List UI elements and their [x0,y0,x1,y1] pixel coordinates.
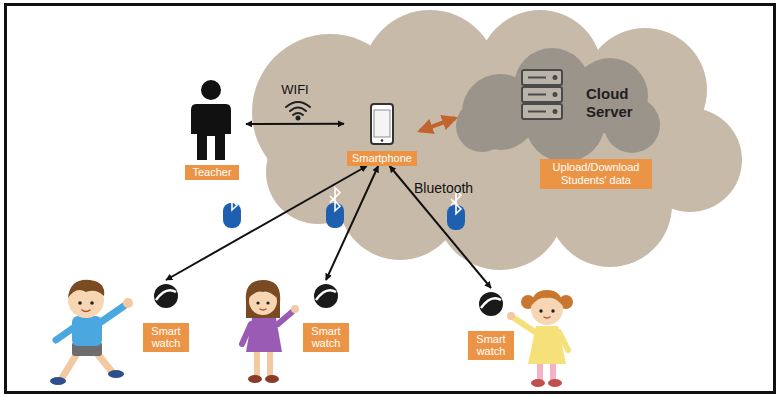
node-label: Upload/Download Students' data [540,159,652,188]
wifi-icon [297,117,300,120]
boy-figure [108,370,124,378]
connector-arrow [246,123,344,125]
server-icon [528,77,546,79]
server-icon [554,110,557,113]
smartwatch-icon [314,284,338,308]
smartwatch-icon [314,284,338,308]
girl-figure [254,350,260,376]
teacher-figure [191,80,231,160]
girl-figure [537,362,543,380]
girl-figure [278,312,292,324]
girl-figure [242,324,251,344]
server-icon [522,87,562,102]
girl-figure [531,290,563,306]
girl-figure [260,309,266,310]
bluetooth-icon [326,188,344,228]
girl-figure [291,305,299,313]
girl-figure [265,375,279,383]
node-label: Teacher [185,165,238,180]
teacher-node: Teacher [178,78,246,180]
girl-figure [548,379,562,387]
smartwatch-icon [316,290,336,300]
connector-arrow [390,166,491,288]
node-label: Smart watch [468,331,514,360]
boy-figure [123,298,133,308]
smartwatch-icon [156,290,176,300]
smartwatch-icon [154,284,178,308]
wifi-icon [286,102,310,107]
boy-figure [82,310,90,312]
girl-figure [249,285,277,298]
girl-figure [242,280,299,383]
server-icon [554,93,557,96]
smartwatch-node: Smart watch [465,288,517,360]
boy-figure [50,377,66,385]
smartwatch-icon [479,292,503,316]
server-icon [528,94,546,96]
server-icon [522,104,562,119]
server-icon [528,111,546,113]
link-label: Bluetooth [414,180,473,196]
smartwatch-icon [481,298,501,308]
connector-arrow [326,166,378,280]
smartwatch-icon [479,292,503,316]
inner-cloud [456,100,508,152]
big-cloud [252,10,742,270]
boy-figure [78,301,82,305]
girl-figure [544,317,550,318]
teacher-figure [191,104,231,160]
smartphone-icon [381,139,384,142]
girl-figure [539,309,542,312]
wifi-icon [293,113,303,115]
wifi-icon [290,108,306,112]
smartwatch-icon [154,284,178,308]
edge-label: WIFI [281,82,308,97]
girl-figure [267,350,273,376]
boy-figure [50,280,133,385]
boy-figure [90,301,94,305]
server-icon [522,70,562,85]
smartphone-node: Smartphone [344,102,420,166]
cloud-server-node: Cloud Server [455,50,660,155]
girl-figure [514,318,535,332]
girl-figure [248,375,262,383]
girl-figure [246,280,280,318]
smartwatch-node: Smart watch [140,280,192,352]
server-icon [554,76,557,79]
bluetooth-icon [223,187,241,228]
teacher-figure [201,80,221,100]
smartphone-icon [371,104,393,144]
upload-download-box: Upload/Download Students' data [538,158,654,190]
bluetooth-icon [447,191,465,230]
server-title: Cloud Server [586,85,652,120]
bluetooth-icon [227,187,237,210]
smartphone-icon [371,104,393,144]
server-icon [522,70,562,119]
boy-figure [72,316,102,346]
smartphone-icon [374,110,390,137]
connector-arrow [166,166,367,280]
girl-figure [550,362,556,380]
girl-figure [507,312,515,320]
girl-figure [266,301,269,304]
girl-figure [507,290,573,387]
girl-figure [256,301,259,304]
connector-arrow [420,118,455,131]
smartwatch-node: Smart watch [300,280,352,352]
girl-figure [531,379,545,387]
inner-cloud [456,48,660,162]
wifi-icon [286,102,310,120]
girl-figure [559,332,568,350]
girl-figure [551,309,554,312]
boy-figure [68,280,104,298]
node-label: Smartphone [347,151,417,166]
node-label: Smart watch [143,323,189,352]
node-label: Smart watch [303,323,349,352]
bluetooth-icon [330,188,340,211]
